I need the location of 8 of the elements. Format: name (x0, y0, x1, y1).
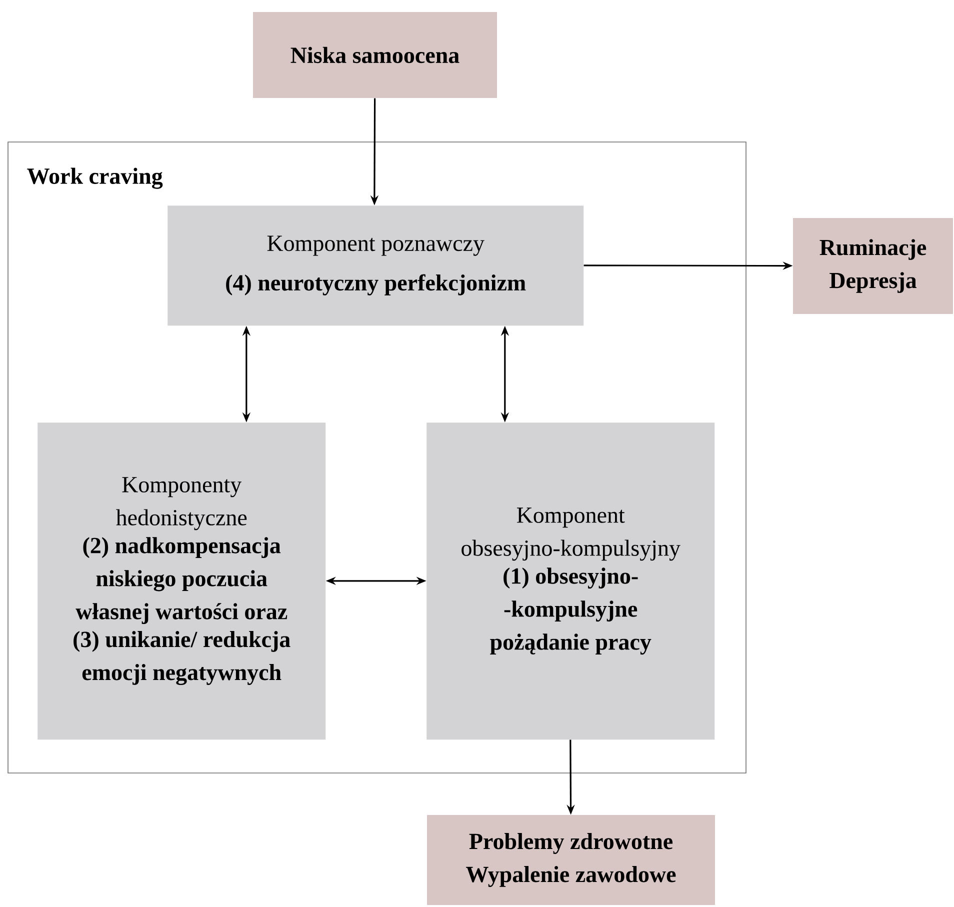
group-title: Work craving (27, 168, 163, 189)
outcome-box: Ruminacje Depresja (793, 218, 953, 314)
component-box: Komponent poznawczy (4) neurotyczny perfekcjonizm (168, 206, 584, 326)
component-box: Komponent obsesyjno-kompulsyjny (1) obsesyjno- -kompulsyjne pożądanie pracy (426, 422, 715, 740)
outcome-box: Niska samoocena (253, 12, 497, 98)
group-frame (8, 142, 746, 774)
outcome-box: Problemy zdrowotne Wypalenie zawodowe (427, 815, 715, 905)
component-box: Komponenty hedonistyczne (2) nadkompensacja niskiego poczucia własnej wartości oraz (3) unikanie/ redukcja emocji negatywnych (38, 422, 326, 740)
